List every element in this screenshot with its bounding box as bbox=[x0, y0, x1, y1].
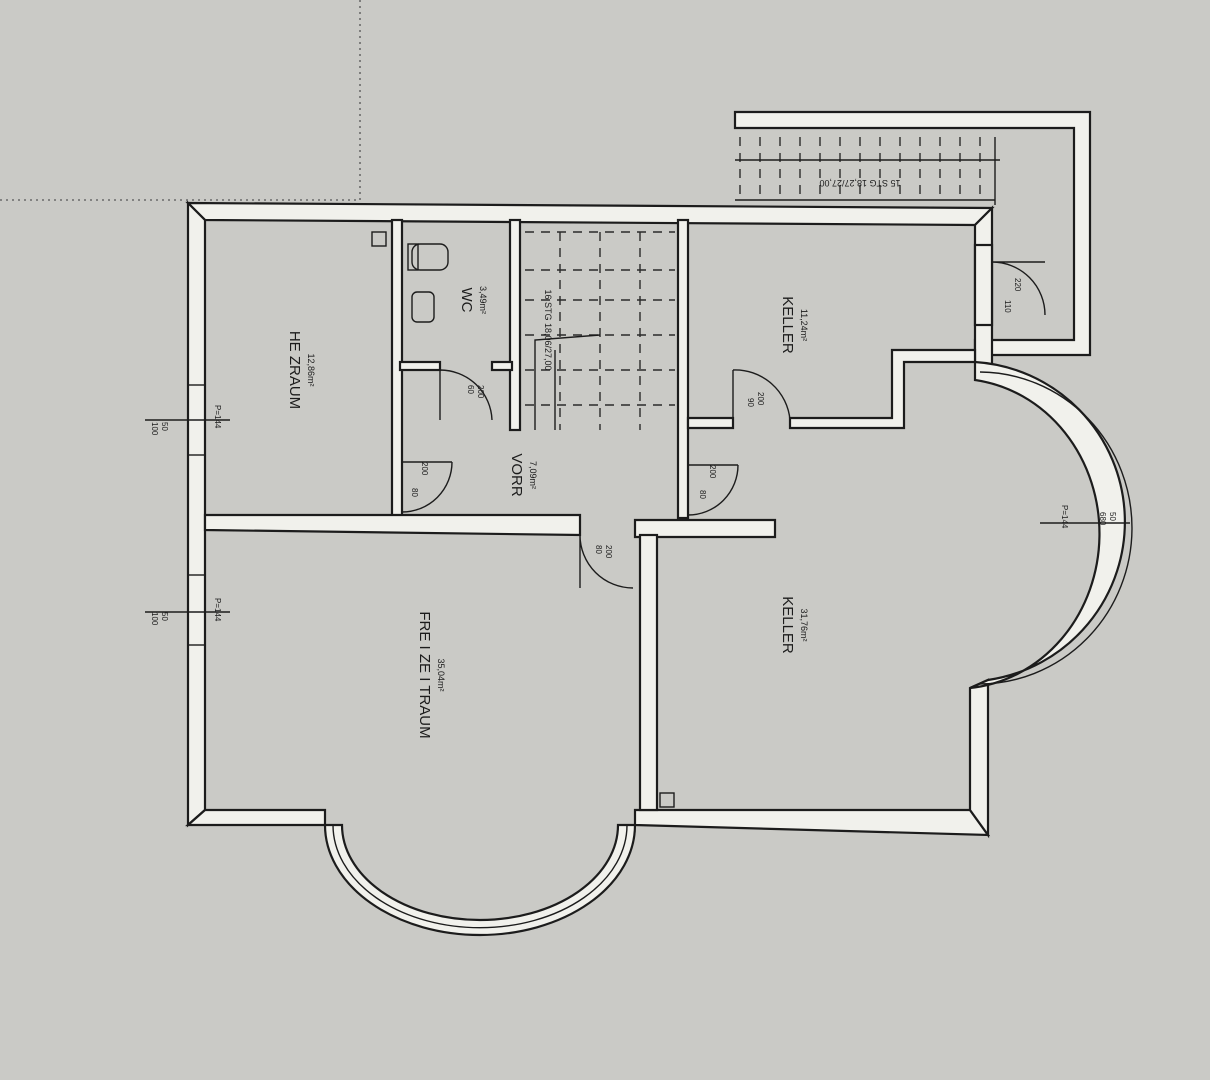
room-wc-area: 3,49m² bbox=[478, 286, 488, 314]
wall-frei-keller bbox=[638, 533, 659, 812]
window-frei-h: 50 bbox=[160, 612, 169, 621]
window-frei-w: 100 bbox=[150, 612, 159, 626]
stair-post bbox=[973, 243, 994, 327]
wall-stair-keller bbox=[676, 218, 690, 520]
window-heiz-h: 50 bbox=[160, 422, 169, 431]
room-keller-top-area: 11,24m² bbox=[799, 309, 809, 341]
interior-stair-run bbox=[534, 334, 601, 430]
shaft-icon bbox=[371, 231, 387, 247]
inner-walls bbox=[203, 218, 994, 812]
window-frei bbox=[187, 574, 206, 646]
window-keller-sill: P=144 bbox=[1060, 505, 1069, 529]
outer-walls bbox=[185, 200, 1133, 937]
stair-stringer bbox=[735, 137, 1000, 205]
wall-keller-top-bottom bbox=[686, 416, 735, 430]
wall-bottom-left bbox=[185, 808, 327, 827]
room-heizraum-name: HE ZRAUM bbox=[286, 331, 303, 409]
room-labels: HE ZRAUM 12,86m² WC 3,49m² VORR 7,09m² K… bbox=[286, 286, 809, 739]
room-keller-top-name: KELLER bbox=[779, 296, 796, 354]
window-keller-h: 50 bbox=[1108, 512, 1117, 521]
window-heiz-sill: P=144 bbox=[213, 405, 222, 429]
window-frei-sill: P=144 bbox=[213, 598, 222, 622]
room-wc-name: WC bbox=[458, 288, 475, 313]
door-keller-top bbox=[732, 369, 791, 421]
door-keller-h: 200 bbox=[756, 392, 765, 406]
door-vorr-w: 80 bbox=[698, 490, 707, 499]
door-vorr-h: 200 bbox=[708, 465, 717, 479]
bay-bottom-glazing bbox=[332, 824, 628, 929]
room-freizeitraum-name: FRE I ZE I TRAUM bbox=[416, 611, 433, 738]
sink-icon bbox=[411, 291, 435, 323]
door-frei-h: 200 bbox=[604, 545, 613, 559]
window-keller-w: 680 bbox=[1098, 512, 1107, 526]
doors: 60 200 80 200 80 200 80 200 90 200 110 2… bbox=[401, 261, 1046, 589]
bay-right-glazing bbox=[977, 371, 1133, 685]
toilet-icon bbox=[411, 243, 449, 271]
door-stair-h: 220 bbox=[1013, 278, 1022, 292]
wall-keller-top-bottom-b bbox=[788, 348, 977, 430]
wall-wc-stair bbox=[508, 218, 522, 432]
windows: 100 50 P=144 100 50 P=144 680 50 P=144 bbox=[145, 384, 1130, 646]
wall-wc-bottom-b bbox=[490, 360, 514, 372]
door-wc-w: 60 bbox=[466, 385, 475, 394]
door-heiz bbox=[401, 461, 453, 513]
room-vorr-name: VORR bbox=[508, 453, 525, 497]
room-keller-main-name: KELLER bbox=[779, 596, 796, 654]
door-wc bbox=[439, 369, 493, 421]
shaft-icon-2 bbox=[659, 792, 675, 808]
bay-bottom bbox=[323, 823, 637, 937]
wall-wc-bottom bbox=[398, 360, 442, 372]
room-keller-main-area: 31,76m² bbox=[799, 608, 809, 641]
door-stair bbox=[991, 261, 1046, 316]
wall-vorr-keller bbox=[633, 518, 777, 539]
wall-left bbox=[186, 200, 207, 828]
door-wc-h: 200 bbox=[476, 385, 485, 399]
door-keller-w: 90 bbox=[746, 398, 755, 407]
door-frei bbox=[579, 534, 634, 589]
door-vorr bbox=[687, 464, 739, 516]
stair-outer-label: 15 STG 18,27/27,00 bbox=[819, 178, 900, 188]
stair-inner-label: 16 STG 18,06/27,00 bbox=[543, 289, 553, 370]
window-heiz-w: 100 bbox=[150, 422, 159, 436]
door-heiz-h: 200 bbox=[420, 462, 429, 476]
door-stair-w: 110 bbox=[1003, 300, 1012, 313]
wall-top bbox=[185, 201, 995, 227]
toilet-tank-icon bbox=[407, 243, 419, 271]
interior-stair: 16 STG 18,06/27,00 bbox=[525, 231, 675, 430]
room-vorr-area: 7,09m² bbox=[528, 461, 538, 489]
door-frei-w: 80 bbox=[594, 545, 603, 554]
room-freizeitraum-area: 35,04m² bbox=[436, 658, 446, 691]
wc-fixtures bbox=[371, 231, 675, 808]
wall-right-lower bbox=[968, 678, 990, 839]
door-heiz-w: 80 bbox=[410, 488, 419, 497]
room-heizraum-area: 12,86m² bbox=[306, 353, 316, 386]
